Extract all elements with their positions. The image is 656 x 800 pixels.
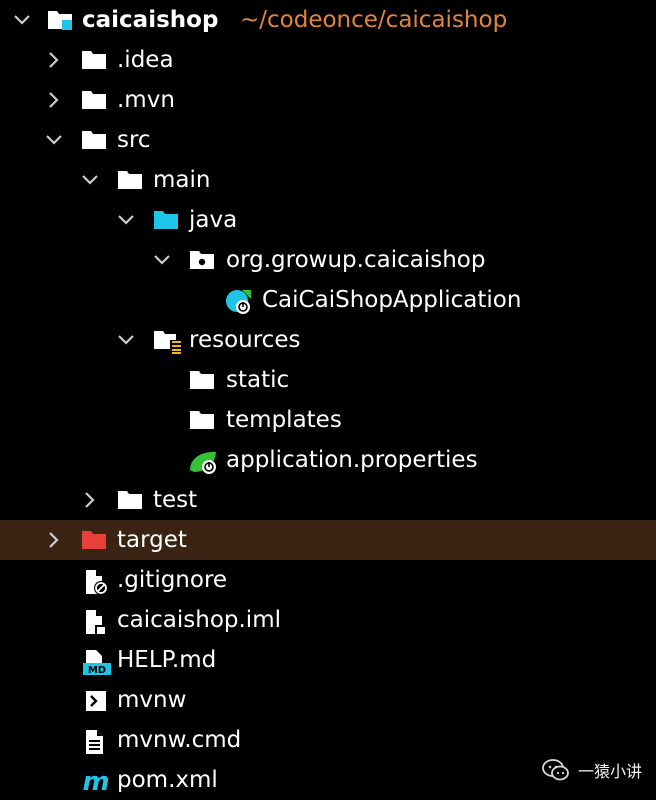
tree-row-app-props[interactable]: application.properties — [0, 440, 656, 480]
chevron-right-icon[interactable] — [44, 90, 64, 110]
markdown-icon: MD — [82, 648, 111, 676]
tree-label-resources: resources — [189, 327, 301, 353]
tree-label-help: HELP.md — [117, 647, 217, 673]
chevron-down-icon[interactable] — [152, 250, 172, 270]
tree-row-main[interactable]: main — [0, 160, 656, 200]
tree-row-templates[interactable]: templates — [0, 400, 656, 440]
tree-row-mvnw[interactable]: mvnw — [0, 680, 656, 720]
tree-row-static[interactable]: static — [0, 360, 656, 400]
tree-label-iml: caicaishop.iml — [117, 607, 281, 633]
chevron-down-icon[interactable] — [44, 130, 64, 150]
tree-row-app-class[interactable]: CaiCaiShopApplication — [0, 280, 656, 320]
tree-row-iml[interactable]: caicaishop.iml — [0, 600, 656, 640]
chevron-right-icon[interactable] — [44, 50, 64, 70]
folder-icon — [80, 128, 108, 152]
tree-row-idea[interactable]: .idea — [0, 40, 656, 80]
tree-label-templates: templates — [226, 407, 342, 433]
tree-label-static: static — [226, 367, 290, 393]
tree-label-java: java — [189, 207, 238, 233]
tree-row-help[interactable]: MD HELP.md — [0, 640, 656, 680]
folder-icon — [116, 168, 144, 192]
tree-row-test[interactable]: test — [0, 480, 656, 520]
tree-row-target[interactable]: target — [0, 520, 656, 560]
watermark: 一猿小讲 — [542, 758, 642, 782]
tree-row-pom[interactable]: m pom.xml — [0, 760, 656, 800]
tree-row-mvn[interactable]: .mvn — [0, 80, 656, 120]
svg-text:m: m — [82, 768, 109, 794]
tree-label-idea: .idea — [117, 47, 174, 73]
tree-label-mvnw-cmd: mvnw.cmd — [117, 727, 242, 753]
tree-label-package: org.growup.caicaishop — [226, 247, 486, 273]
excluded-folder-icon — [80, 528, 108, 552]
project-name: caicaishop — [82, 7, 219, 33]
tree-label-mvn: .mvn — [117, 87, 175, 113]
tree-row-project-root[interactable]: caicaishop ~/codeonce/caicaishop — [0, 0, 656, 40]
tree-row-gitignore[interactable]: .gitignore — [0, 560, 656, 600]
folder-icon — [188, 408, 216, 432]
module-file-icon — [84, 608, 112, 636]
text-file-icon — [84, 728, 112, 754]
tree-label-src: src — [117, 127, 151, 153]
ignored-file-icon — [84, 568, 112, 595]
shell-script-icon — [84, 688, 112, 712]
project-path: ~/codeonce/caicaishop — [240, 7, 508, 33]
svg-text:MD: MD — [88, 665, 106, 676]
tree-label-app-props: application.properties — [226, 447, 478, 473]
watermark-text: 一猿小讲 — [577, 762, 642, 781]
tree-row-java[interactable]: java — [0, 200, 656, 240]
package-icon — [188, 248, 216, 272]
chevron-down-icon[interactable] — [116, 210, 136, 230]
chevron-down-icon[interactable] — [12, 10, 32, 30]
tree-label-pom: pom.xml — [117, 767, 218, 793]
chevron-right-icon[interactable] — [80, 490, 100, 510]
tree-row-mvnw-cmd[interactable]: mvnw.cmd — [0, 720, 656, 760]
chevron-down-icon[interactable] — [80, 170, 100, 190]
tree-row-resources[interactable]: resources — [0, 320, 656, 360]
chevron-down-icon[interactable] — [116, 330, 136, 350]
folder-icon — [80, 48, 108, 72]
tree-label-main: main — [153, 167, 211, 193]
tree-label-app-class: CaiCaiShopApplication — [262, 287, 522, 313]
spring-boot-class-icon — [224, 288, 252, 314]
maven-icon: m — [80, 768, 109, 794]
wechat-icon — [542, 758, 570, 782]
tree-row-package[interactable]: org.growup.caicaishop — [0, 240, 656, 280]
tree-label-test: test — [153, 487, 198, 513]
folder-icon — [188, 368, 216, 392]
tree-label-target: target — [117, 527, 187, 553]
chevron-right-icon[interactable] — [44, 530, 64, 550]
spring-properties-icon — [188, 448, 216, 474]
folder-icon — [80, 88, 108, 112]
tree-label-gitignore: .gitignore — [117, 567, 228, 593]
tree-row-src[interactable]: src — [0, 120, 656, 160]
source-root-folder-icon — [152, 208, 180, 232]
resources-root-folder-icon — [152, 328, 182, 354]
tree-label-mvnw: mvnw — [117, 687, 187, 713]
folder-icon — [116, 488, 144, 512]
module-folder-icon — [46, 8, 74, 32]
